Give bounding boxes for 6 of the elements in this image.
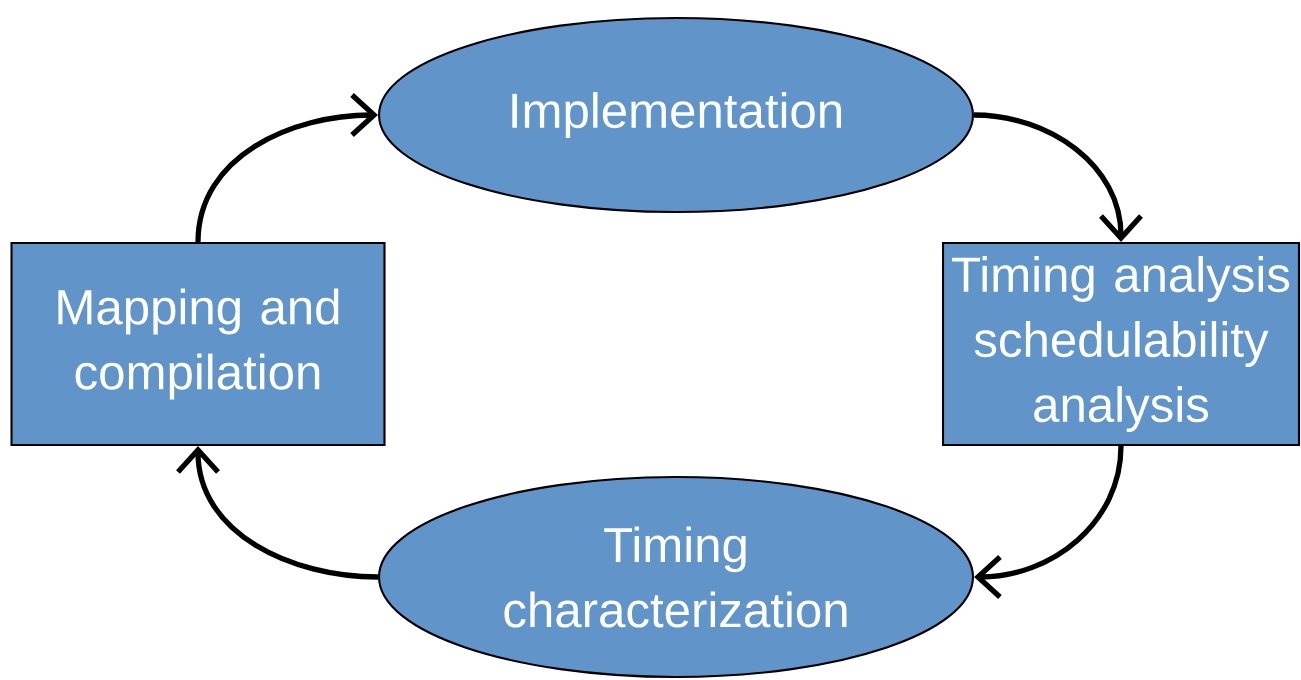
arrow <box>195 93 378 243</box>
process-box: Timing analysis schedulability analysis <box>941 241 1301 447</box>
process-box: Mapping and compilation <box>10 241 386 447</box>
arrow <box>176 446 379 580</box>
arrow <box>974 445 1124 599</box>
arrow <box>973 112 1143 242</box>
